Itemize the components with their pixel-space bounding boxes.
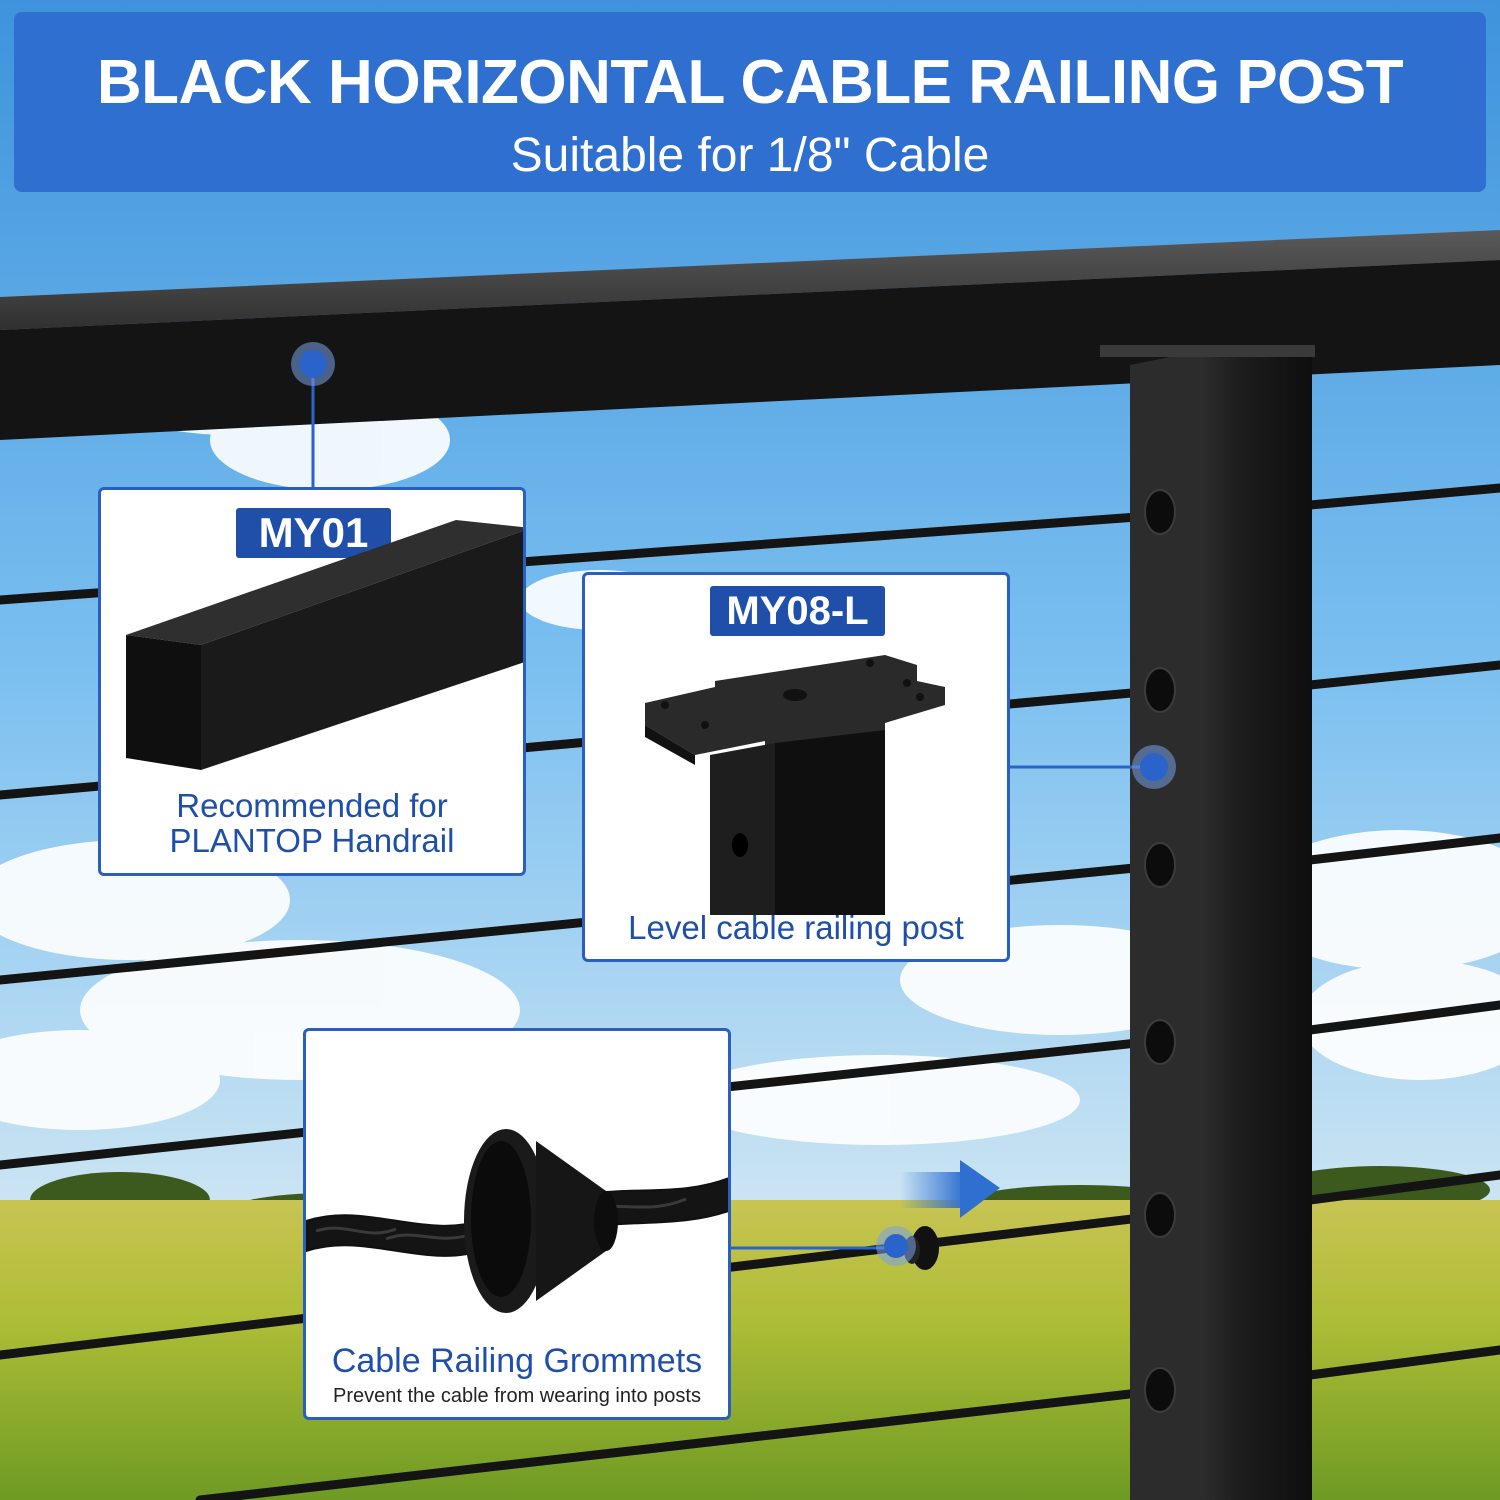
post-grommets: [1144, 489, 1176, 1413]
post-model-tag: MY08-L: [710, 586, 885, 636]
grommet-marker-dot: [884, 1234, 908, 1258]
post-marker-dot: [1140, 753, 1168, 781]
direction-arrow-icon: [900, 1160, 1000, 1218]
handrail-callout: MY01 Recommended for PLANTOP Handrail: [98, 487, 526, 876]
top-handrail: [0, 230, 1500, 440]
grommet-callout: Cable Railing Grommets Prevent the cable…: [303, 1028, 731, 1420]
leader-lines: [311, 370, 1152, 1250]
sliding-grommet: [904, 1226, 939, 1270]
banner-subtitle: Suitable for 1/8" Cable: [510, 129, 990, 182]
grommet-caption: Cable Railing Grommets: [331, 1342, 703, 1380]
grommet-product-image: [306, 1129, 728, 1313]
post-product-image: [645, 655, 945, 915]
vertical-post: [1100, 345, 1315, 1500]
header-banner: BLACK HORIZONTAL CABLE RAILING POST Suit…: [14, 12, 1486, 192]
banner-title: BLACK HORIZONTAL CABLE RAILING POST: [96, 48, 1404, 117]
handrail-marker-dot: [299, 350, 327, 378]
handrail-caption-line2: PLANTOP Handrail: [169, 822, 455, 859]
handrail-model-tag: MY01: [236, 508, 391, 558]
post-caption: Level cable railing post: [628, 909, 964, 946]
post-callout: MY08-L Level cable railing post: [582, 572, 1010, 962]
handrail-caption-line1: Recommended for: [176, 787, 448, 824]
handrail-product-image: [126, 520, 523, 770]
grommet-subcaption: Prevent the cable from wearing into post…: [333, 1385, 701, 1407]
